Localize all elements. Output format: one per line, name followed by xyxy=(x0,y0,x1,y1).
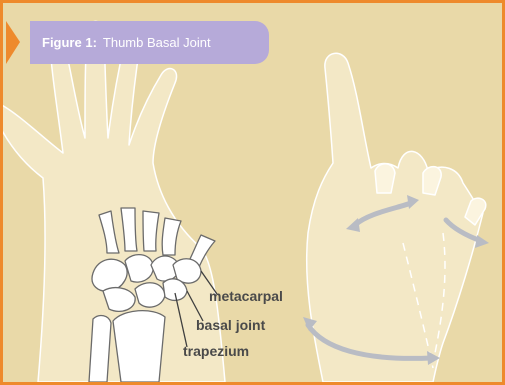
label-trapezium: trapezium xyxy=(183,343,249,359)
figure-number: Figure 1: xyxy=(42,35,97,50)
caption-marker xyxy=(6,21,20,64)
side-hand xyxy=(307,53,486,382)
figure-title: Thumb Basal Joint xyxy=(103,35,211,50)
figure-caption: Figure 1: Thumb Basal Joint xyxy=(30,21,269,64)
label-metacarpal: metacarpal xyxy=(209,288,283,304)
label-basal-joint: basal joint xyxy=(196,317,265,333)
